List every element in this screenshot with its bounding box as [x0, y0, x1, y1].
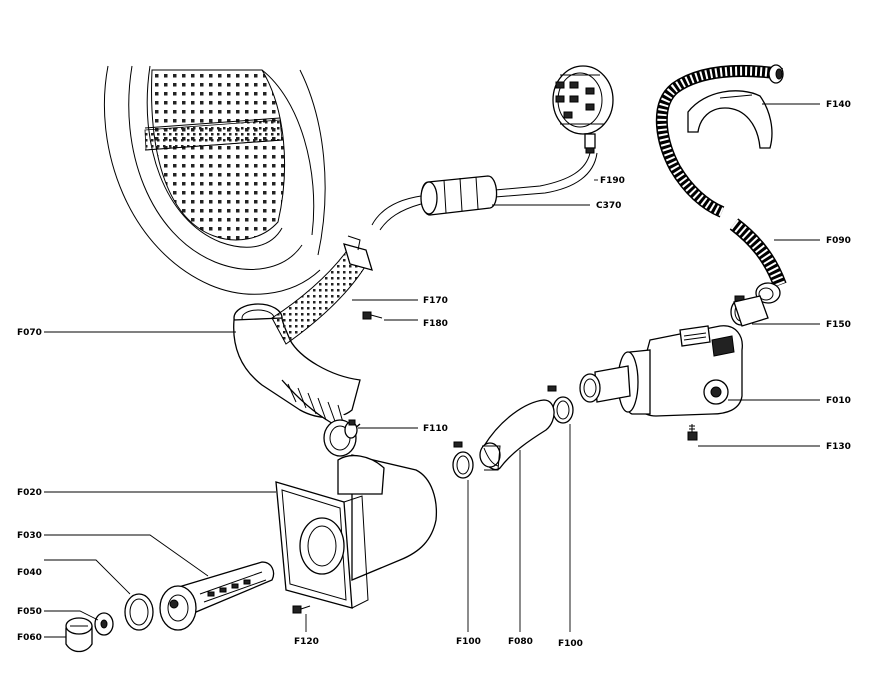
- hose-clamp-icon: [452, 441, 474, 479]
- pressure-switch-icon: [552, 65, 614, 154]
- screw-icon: [292, 605, 311, 614]
- label-f030: F030: [17, 531, 42, 541]
- filter-housing-icon: [275, 454, 438, 609]
- label-f180: F180: [423, 319, 448, 329]
- label-f100-left: F100: [456, 637, 481, 647]
- outlet-hose-icon: [655, 64, 787, 304]
- hose-clamp-icon: [344, 419, 358, 439]
- label-f090: F090: [826, 236, 851, 246]
- label-f050: F050: [17, 607, 42, 617]
- label-f110: F110: [423, 424, 448, 434]
- hose-bracket-icon: [687, 90, 773, 149]
- filter-knob-icon: [65, 617, 93, 653]
- air-trap-icon: [371, 175, 498, 231]
- filter-seal-icon: [94, 612, 114, 636]
- filter-insert-icon: [159, 561, 275, 631]
- leader-lines: [44, 103, 820, 638]
- label-f070: F070: [17, 328, 42, 338]
- label-f100-right: F100: [558, 639, 583, 649]
- callout-labels: F140 F190 C370 F090 F170 F180 F070 F150 …: [17, 100, 851, 649]
- label-f140: F140: [826, 100, 851, 110]
- label-c370: C370: [596, 201, 621, 211]
- drain-pump-icon: [579, 295, 769, 417]
- label-f130: F130: [826, 442, 851, 452]
- drum-icon: [104, 65, 326, 295]
- label-f020: F020: [17, 488, 42, 498]
- screw-icon: [687, 424, 698, 441]
- filter-gasket-icon: [124, 593, 154, 631]
- pump-hose-icon: [479, 399, 555, 471]
- sump-hose-icon: [233, 235, 373, 457]
- label-f040: F040: [17, 568, 42, 578]
- label-f170: F170: [423, 296, 448, 306]
- label-f150: F150: [826, 320, 851, 330]
- label-f120: F120: [294, 637, 319, 647]
- screw-icon: [362, 311, 383, 320]
- label-f010: F010: [826, 396, 851, 406]
- label-f080: F080: [508, 637, 533, 647]
- label-f060: F060: [17, 633, 42, 643]
- label-f190: F190: [600, 176, 625, 186]
